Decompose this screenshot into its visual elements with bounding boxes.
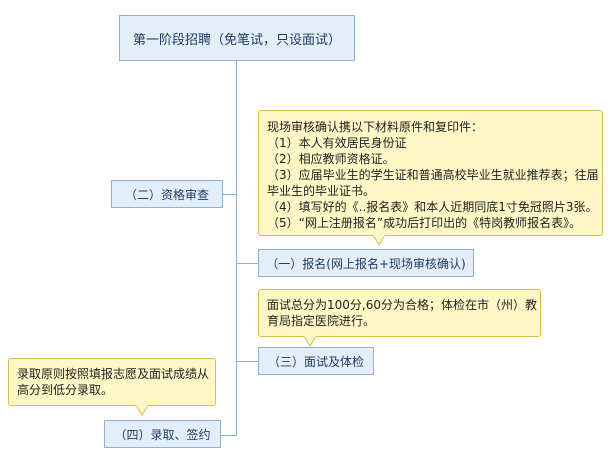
branch-interview[interactable]: （三）面试及体检 (258, 347, 374, 375)
note-registration-line: （4）填写好的《..报名表》和本人近期同底1寸免冠照片3张。 (267, 200, 598, 214)
connector-qualification (223, 194, 237, 195)
trunk-line (236, 60, 237, 436)
connector-registration (236, 263, 258, 264)
note-registration-line: （3）应届毕业生的学生证和普通高校毕业生就业推荐表；往届 (267, 168, 599, 182)
branch-hiring-label: （四）录取、签约 (114, 427, 211, 442)
note-registration-line: 现场审核确认携以下材料原件和复印件： (267, 120, 484, 134)
branch-qualification-label: （二）资格审查 (124, 187, 209, 202)
connector-hiring (221, 435, 237, 436)
note-hiring-line: 录取原则按照填报志愿及面试成绩从 (17, 367, 210, 381)
note-registration-line: （1）本人有效居民身份证 (267, 136, 407, 150)
note-registration-line: （5）“网上注册报名”成功后打印出的《特岗教师报名表》。 (267, 216, 582, 230)
branch-interview-label: （三）面试及体检 (267, 354, 364, 369)
note-interview-line: 面试总分为100分,60分为合格；体检在市（州）教 (267, 298, 537, 312)
root-node[interactable]: 第一阶段招聘（免笔试，只设面试） (119, 15, 355, 61)
note-interview-line: 育局指定医院进行。 (267, 314, 376, 328)
note-hiring-pointer (136, 405, 148, 416)
note-interview: 面试总分为100分,60分为合格；体检在市（州）教 育局指定医院进行。 (258, 289, 541, 337)
branch-qualification[interactable]: （二）资格审查 (111, 180, 223, 208)
note-interview-pointer (304, 336, 316, 347)
note-registration-line: 毕业生的毕业证书。 (267, 184, 376, 198)
root-node-label: 第一阶段招聘（免笔试，只设面试） (132, 32, 341, 48)
note-registration-pointer (373, 235, 385, 246)
branch-registration-label: （一）报名(网上报名+现场审核确认) (266, 256, 466, 271)
note-hiring-line: 高分到低分录取。 (17, 383, 114, 397)
branch-hiring[interactable]: （四）录取、签约 (104, 420, 221, 448)
note-registration-line: （2）相应教师资格证。 (267, 152, 395, 166)
note-registration: 现场审核确认携以下材料原件和复印件： （1）本人有效居民身份证 （2）相应教师资… (258, 110, 603, 236)
connector-interview (236, 361, 258, 362)
note-hiring: 录取原则按照填报志愿及面试成绩从 高分到低分录取。 (8, 358, 216, 406)
branch-registration[interactable]: （一）报名(网上报名+现场审核确认) (258, 249, 474, 277)
